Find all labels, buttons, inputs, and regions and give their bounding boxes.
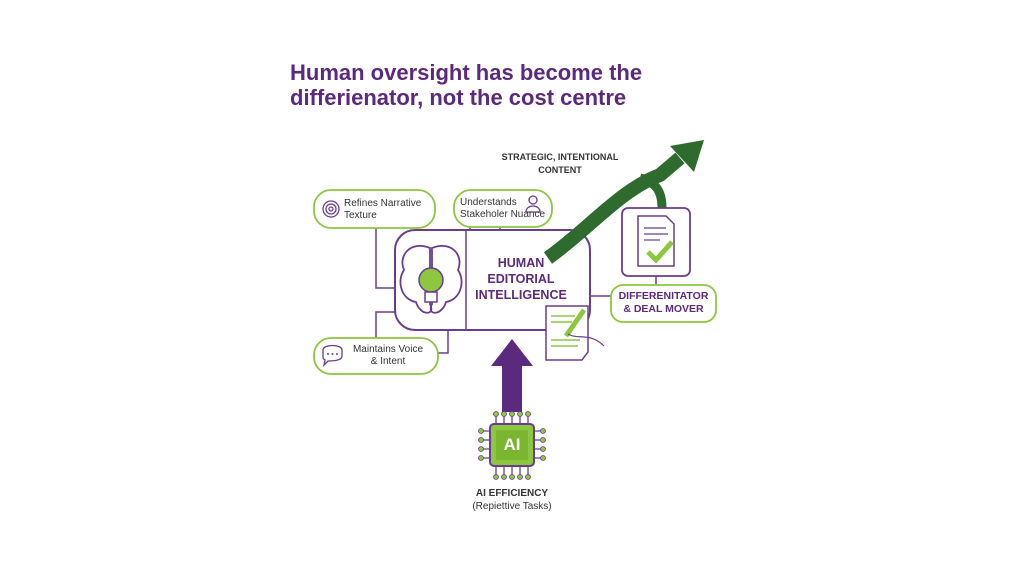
speech-bubble-icon — [322, 344, 343, 367]
center-label: HUMAN EDITORIAL INTELLIGENCE — [475, 256, 567, 302]
writing-hand-icon — [545, 305, 605, 361]
ai-chip-icon — [478, 411, 546, 480]
growth-arrow — [543, 140, 704, 264]
person-icon — [525, 195, 541, 213]
checklist-document-icon — [621, 207, 691, 277]
strategic-label: STRATEGIC, INTENTIONAL CONTENT — [501, 152, 619, 175]
up-arrow — [491, 339, 533, 412]
ai-efficiency-label: AI EFFICIENCY (Repiettive Tasks) — [472, 488, 552, 512]
center-box — [394, 229, 591, 331]
maintains-box — [313, 337, 439, 375]
understands-box — [453, 189, 553, 228]
refines-label: Refines Narrative Texture — [344, 198, 422, 221]
differentiator-box — [610, 284, 717, 323]
maintains-label: Maintains Voice & Intent — [352, 344, 424, 367]
differentiator-label: DIFFERENITATOR & DEAL MOVER — [618, 290, 709, 315]
page-title: Human oversight has become the differien… — [290, 60, 643, 110]
brain-lightbulb-icon — [399, 245, 463, 314]
target-icon — [322, 200, 340, 218]
understands-label: Understands Stakeholer Nuance — [460, 197, 546, 220]
chip-label: AI — [503, 435, 521, 454]
refines-box — [313, 189, 436, 229]
